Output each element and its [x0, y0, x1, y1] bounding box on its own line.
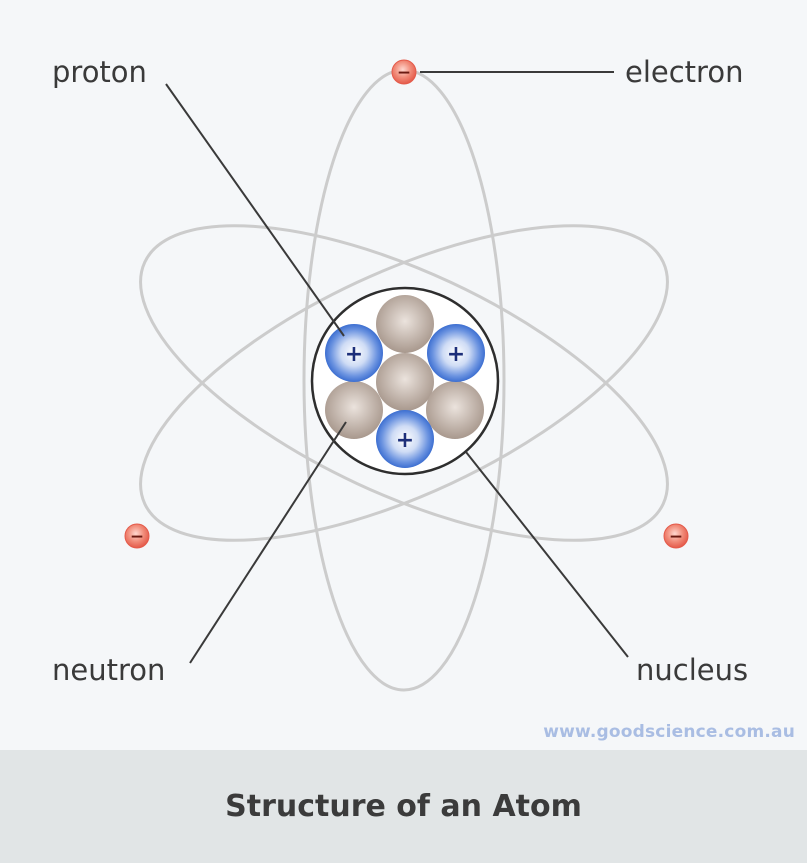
nucleus-leader-line: [465, 451, 629, 658]
orbit-tilted-left: [139, 224, 669, 542]
proton-charge: +: [396, 428, 414, 453]
website-watermark: www.goodscience.com.au: [543, 722, 795, 742]
electron-particle: [124, 523, 150, 549]
electron-charge: −: [669, 527, 683, 547]
electron-particle: [391, 59, 417, 85]
neutron-particle: [376, 353, 434, 411]
diagram-title: Structure of an Atom: [225, 789, 582, 824]
atom-diagram: + + + − − − proton electron neutron nucl…: [52, 55, 748, 692]
neutron-particle: [426, 381, 484, 439]
neutron-leader-line: [189, 421, 347, 664]
proton-leader-line: [165, 83, 345, 337]
electron-charge: −: [397, 63, 411, 83]
proton-charge: +: [345, 342, 363, 367]
proton-label: proton: [52, 55, 147, 89]
neutron-particle: [376, 295, 434, 353]
electron-charge: −: [130, 527, 144, 547]
electron-label: electron: [625, 55, 743, 89]
proton-particle: [376, 410, 434, 468]
proton-charge: +: [447, 342, 465, 367]
proton-particle: [427, 324, 485, 382]
neutron-particle: [325, 381, 383, 439]
proton-particle: [325, 324, 383, 382]
nucleus-label: nucleus: [636, 653, 748, 687]
electron-particle: [663, 523, 689, 549]
orbit-tilted-right: [139, 224, 669, 542]
title-banner: Structure of an Atom: [0, 750, 807, 863]
neutron-label: neutron: [52, 653, 165, 687]
